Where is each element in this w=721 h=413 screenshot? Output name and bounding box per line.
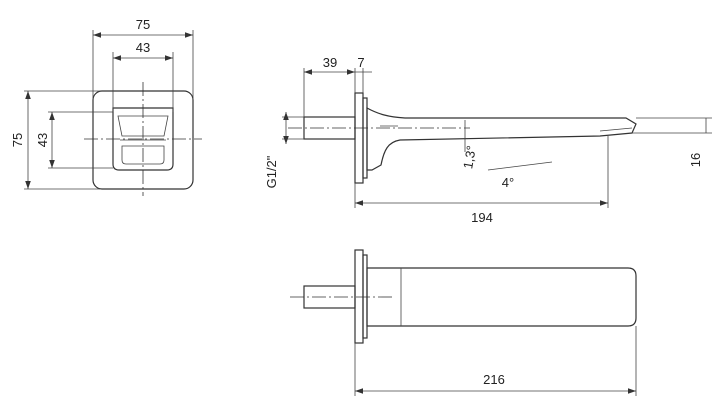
side-flange [354,92,364,184]
dim-flange-thickness: 7 [357,55,364,70]
side-spout [366,106,637,171]
dim-stub-length: 39 [323,55,337,70]
side-view: 39 7 G1/2" 1,3° 4° 194 16 [264,55,712,225]
dim-outlet-height: 16 [688,153,703,167]
dim-outer-width: 75 [136,17,150,32]
front-handle [112,107,174,171]
dim-total-projection: 194 [471,210,493,225]
dim-thread: G1/2" [264,155,279,188]
dim-angle-large: 4° [502,175,514,190]
top-view: 216 [290,249,637,396]
dim-inner-height: 43 [35,133,50,147]
dim-total-length: 216 [483,372,505,387]
dim-angle-small: 1,3° [460,144,479,170]
front-view: 75 43 75 43 [10,17,202,196]
dim-outer-height: 75 [10,133,25,147]
dim-inner-width: 43 [136,40,150,55]
angle-arc-large [487,161,553,171]
top-flange [354,249,364,344]
side-outlet-edge [599,127,633,132]
top-spout [366,267,637,327]
